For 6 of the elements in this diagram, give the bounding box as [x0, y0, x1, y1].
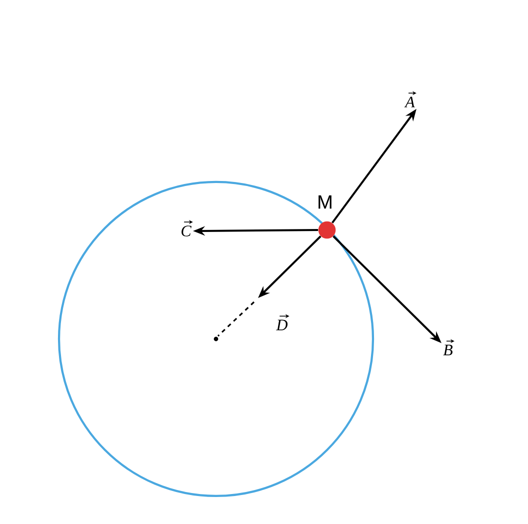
vector-label: B [443, 344, 453, 356]
vector-label: C [182, 226, 192, 236]
vector-label: D [276, 320, 288, 330]
vector-label: A [404, 96, 415, 108]
point-dot [318, 221, 336, 239]
point-label: M [318, 195, 332, 209]
